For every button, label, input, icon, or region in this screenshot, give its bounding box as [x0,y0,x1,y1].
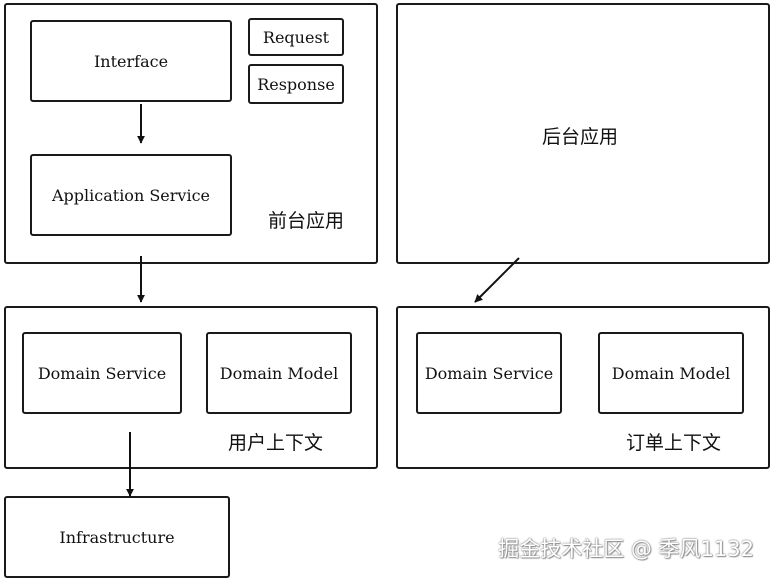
user-domain-service-box: Domain Service [22,332,182,414]
infrastructure-label: Infrastructure [59,527,175,547]
backend-app-container [396,3,770,264]
interface-label: Interface [93,51,169,71]
backend-app-title: 后台应用 [542,126,619,148]
user-domain-model-box: Domain Model [206,332,352,414]
infrastructure-box: Infrastructure [4,496,230,578]
order-domain-model-label: Domain Model [611,363,731,383]
order-domain-model-box: Domain Model [598,332,744,414]
application-service-box: Application Service [30,154,232,236]
response-box: Response [248,64,344,104]
user-context-title: 用户上下文 [228,432,324,454]
watermark-text: 掘金技术社区 @ 季风1132 [498,537,754,561]
request-box: Request [248,18,344,56]
application-service-label: Application Service [51,185,210,205]
order-context-title: 订单上下文 [626,432,722,454]
user-domain-model-label: Domain Model [219,363,339,383]
request-label: Request [262,27,330,47]
arrow-backend-to-order-context [474,257,520,303]
user-domain-service-label: Domain Service [37,363,167,383]
order-domain-service-box: Domain Service [416,332,562,414]
order-domain-service-label: Domain Service [424,363,554,383]
interface-box: Interface [30,20,232,102]
frontend-app-title: 前台应用 [268,210,345,232]
response-label: Response [257,74,335,94]
